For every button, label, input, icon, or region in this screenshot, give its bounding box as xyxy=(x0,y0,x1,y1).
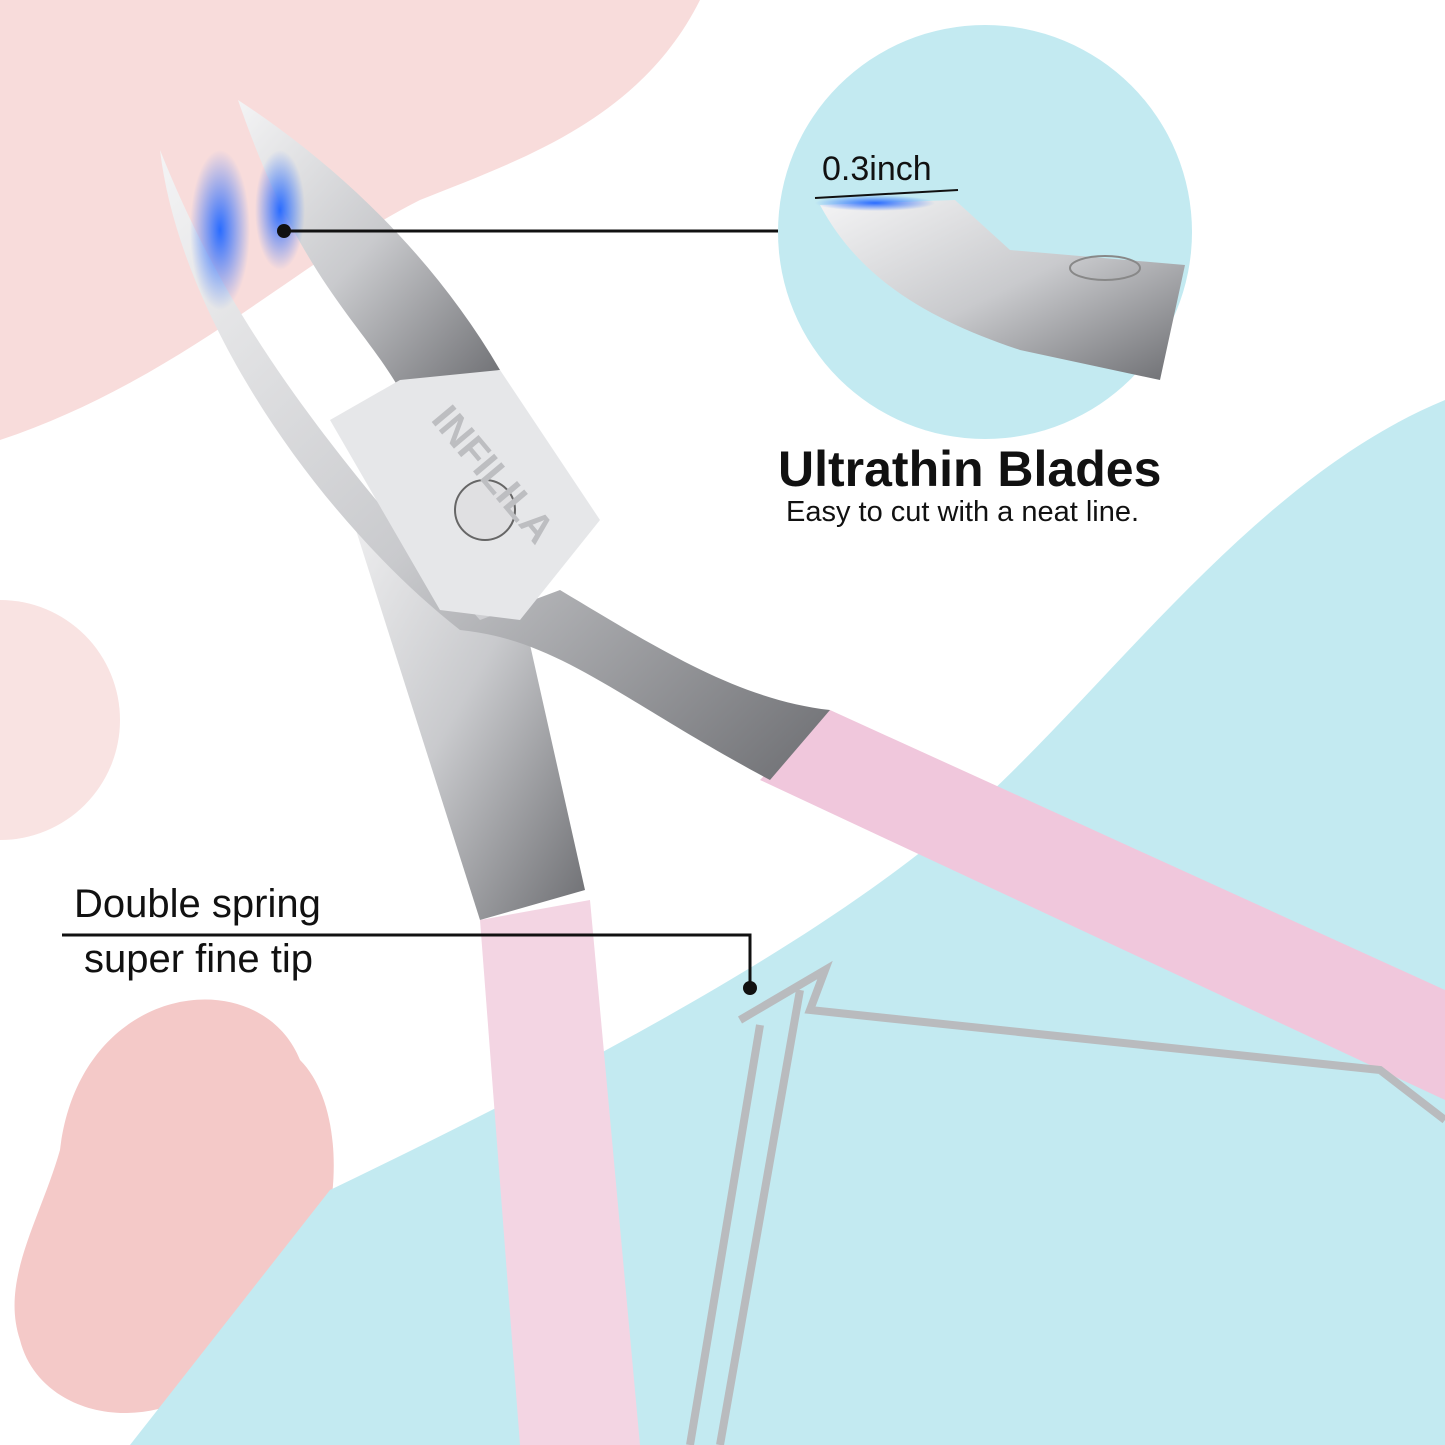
double-spring xyxy=(686,960,1445,1445)
spring-callout-line2: super fine tip xyxy=(84,937,314,981)
blue-highlight-left xyxy=(190,150,250,310)
measurement-label: 0.3inch xyxy=(822,150,932,188)
blade-tip xyxy=(238,100,500,390)
feature-title: Ultrathin Blades xyxy=(778,441,1162,497)
blue-highlight-zoom xyxy=(815,195,935,211)
upper-handle xyxy=(760,710,1445,1100)
blossom-shape-left xyxy=(0,600,120,840)
blue-highlight-right xyxy=(255,150,305,270)
callout-dot-spring xyxy=(743,981,757,995)
measurement-arrow xyxy=(814,189,959,199)
background-blue-wave xyxy=(130,400,1445,1445)
zoomed-blade xyxy=(820,200,1185,380)
lower-handle xyxy=(480,900,640,1445)
pivot-rivet xyxy=(454,479,516,541)
feature-subtitle: Easy to cut with a neat line. xyxy=(786,496,1140,528)
upper-jaw xyxy=(160,150,830,780)
lower-jaw xyxy=(340,480,585,920)
callout-line-spring xyxy=(62,933,752,988)
spring-callout-line1: Double spring xyxy=(74,882,321,926)
